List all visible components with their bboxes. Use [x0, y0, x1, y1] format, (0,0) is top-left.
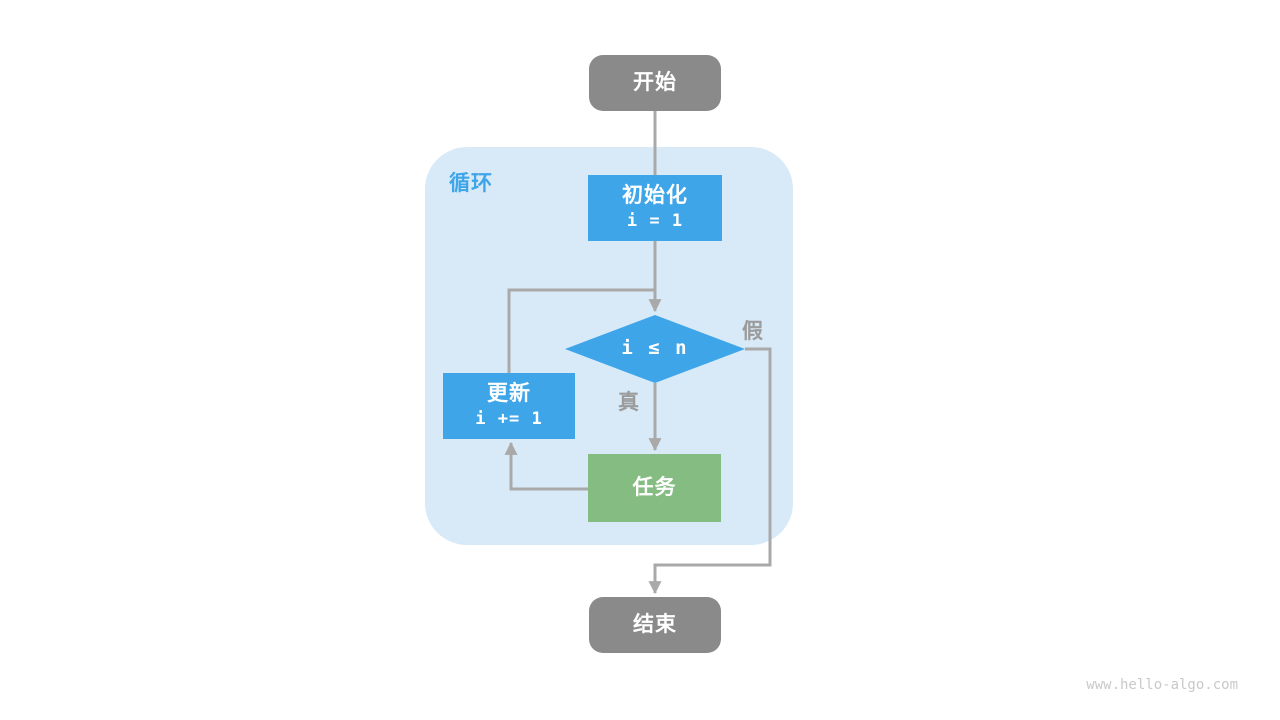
- start-label: 开始: [633, 70, 677, 94]
- edge-task-to-update: [504, 441, 588, 491]
- init-code: i = 1: [626, 210, 684, 231]
- branch-label-false: 假: [742, 320, 763, 343]
- node-start: 开始: [589, 55, 721, 111]
- update-label: 更新: [487, 382, 531, 406]
- loop-group-label: 循环: [449, 172, 493, 195]
- branch-label-true: 真: [618, 391, 639, 414]
- end-label: 结束: [633, 612, 677, 636]
- watermark-text: www.hello-algo.com: [1086, 677, 1238, 693]
- update-code: i += 1: [475, 408, 543, 429]
- condition-expression: i ≤ n: [621, 337, 689, 359]
- node-init: 初始化 i = 1: [588, 175, 722, 241]
- edge-condition-to-end: [648, 347, 772, 595]
- condition-diamond: [565, 315, 745, 383]
- node-update: 更新 i += 1: [443, 373, 575, 439]
- node-task: 任务: [588, 454, 721, 522]
- node-end: 结束: [589, 597, 721, 653]
- edge-update-feedback: [507, 288, 656, 373]
- init-label: 初始化: [622, 184, 688, 208]
- task-label: 任务: [632, 475, 677, 499]
